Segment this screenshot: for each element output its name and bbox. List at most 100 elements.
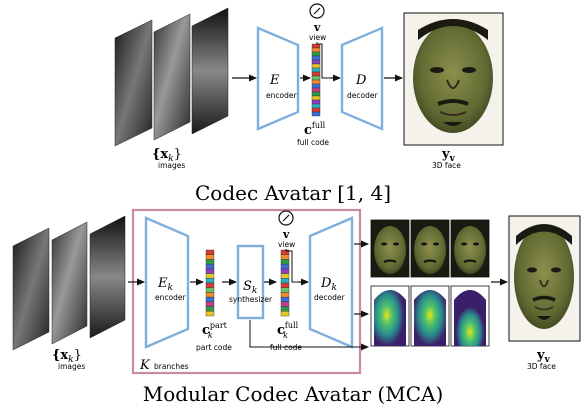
mca-full-code-cell bbox=[280, 292, 290, 298]
face-label: 3D face bbox=[432, 161, 461, 170]
mca-full-code-cell bbox=[280, 273, 290, 279]
mca-full-code-cell bbox=[280, 282, 290, 288]
decoder-label: decoder bbox=[347, 91, 378, 100]
mca-output-face-image bbox=[508, 215, 581, 342]
branches-label: branches bbox=[154, 362, 189, 371]
mca-input-image-right-eye bbox=[51, 221, 88, 345]
mca-view-connector bbox=[285, 249, 300, 283]
synthesizer-module bbox=[236, 244, 265, 320]
mca-view-dial-icon bbox=[278, 210, 294, 226]
mca-encoder-label: encoder bbox=[155, 293, 186, 302]
part-code-cell bbox=[205, 268, 215, 274]
part-face-mouth bbox=[450, 219, 490, 278]
full-code-cell bbox=[311, 107, 321, 113]
view-connector bbox=[316, 42, 330, 79]
full-code-cell bbox=[311, 79, 321, 85]
full-code-cell bbox=[311, 99, 321, 105]
arrow-synthesizer-to-blend bbox=[249, 320, 369, 351]
modular-codec-avatar-title: Modular Codec Avatar (MCA) bbox=[143, 382, 444, 406]
output-face-image bbox=[403, 12, 504, 146]
mca-decoder-label: decoder bbox=[314, 293, 345, 302]
mca-input-images-stack bbox=[12, 215, 126, 351]
part-code-cell bbox=[205, 301, 215, 307]
face-math-label: yv bbox=[441, 147, 456, 164]
mca-face-math-label: yv bbox=[536, 348, 551, 365]
input-image-left-eye bbox=[114, 19, 153, 147]
heatmap-mouth bbox=[450, 285, 490, 347]
part-code-cell bbox=[205, 254, 215, 260]
images-label: images bbox=[158, 161, 185, 170]
part-code-cell bbox=[205, 259, 215, 265]
full-code-cell bbox=[311, 63, 321, 69]
view-dial-icon bbox=[309, 3, 325, 19]
branches-symbol: K bbox=[139, 358, 151, 373]
full-code-cell bbox=[311, 103, 321, 109]
decoder-symbol: D bbox=[355, 73, 367, 88]
mca-full-code-cell bbox=[280, 278, 290, 284]
mca-encoder-symbol: Ek bbox=[157, 276, 173, 293]
encoder-symbol: E bbox=[269, 73, 280, 88]
full-code-cell bbox=[311, 59, 321, 65]
synthesizer-symbol: Sk bbox=[243, 279, 257, 296]
mca-decoder-symbol: Dk bbox=[320, 276, 337, 293]
mca-input-image-mouth bbox=[89, 215, 126, 339]
part-code-cell bbox=[205, 311, 215, 317]
part-code-cell bbox=[205, 273, 215, 279]
mca-full-code-cell bbox=[280, 287, 290, 293]
full-code-cell bbox=[311, 111, 321, 117]
mca-images-math-label: {xk} bbox=[52, 348, 82, 365]
mca-full-code-cell bbox=[280, 301, 290, 307]
encoder-module bbox=[256, 26, 300, 131]
mca-full-code-cell bbox=[280, 259, 290, 265]
mca-face-label: 3D face bbox=[527, 362, 556, 371]
mca-full-code-cell bbox=[280, 254, 290, 260]
input-image-mouth bbox=[191, 7, 229, 135]
mca-input-image-left-eye bbox=[12, 227, 50, 351]
heatmap-right-eye bbox=[410, 285, 450, 347]
full-code-cell bbox=[311, 55, 321, 61]
full-code-vector bbox=[311, 43, 321, 117]
part-code-vector bbox=[205, 249, 215, 317]
full-code-cell bbox=[311, 87, 321, 93]
full-code-cell bbox=[311, 83, 321, 89]
part-face-row bbox=[370, 219, 490, 278]
part-code-cell bbox=[205, 282, 215, 288]
part-code-cell bbox=[205, 249, 215, 255]
mca-full-code-cell bbox=[280, 268, 290, 274]
full-code-cell bbox=[311, 67, 321, 73]
mca-view-symbol: v bbox=[282, 228, 290, 241]
part-face-eyes-left bbox=[370, 219, 410, 278]
encoder-label: encoder bbox=[266, 91, 297, 100]
images-math-label: {xk} bbox=[152, 147, 182, 164]
full-code-cell bbox=[311, 51, 321, 57]
part-code-label: part code bbox=[196, 343, 232, 352]
part-code-cell bbox=[205, 287, 215, 293]
mca-view-label: view bbox=[278, 240, 295, 249]
full-code-cell bbox=[311, 91, 321, 97]
part-code-cell bbox=[205, 263, 215, 270]
mca-full-code-cell bbox=[280, 311, 290, 317]
mca-full-code-cell bbox=[280, 296, 290, 303]
input-images-stack bbox=[114, 7, 229, 147]
full-code-cell bbox=[311, 47, 321, 53]
mca-encoder-module bbox=[144, 216, 190, 349]
full-code-cell bbox=[311, 71, 321, 77]
decoder-module bbox=[340, 26, 384, 131]
full-code-cell bbox=[311, 95, 321, 101]
full-code-label: full code bbox=[297, 138, 329, 147]
codec-avatar-section: {xk} images E encoder v view cfull full … bbox=[114, 3, 504, 205]
mca-full-code-cell bbox=[280, 306, 290, 312]
heatmap-left-eye bbox=[370, 285, 410, 347]
full-code-cell bbox=[311, 43, 321, 49]
full-code-symbol: cfull bbox=[304, 121, 326, 138]
heatmap-row bbox=[370, 285, 490, 347]
part-face-eyes-right bbox=[410, 219, 450, 278]
synthesizer-label: synthesizer bbox=[229, 295, 273, 304]
part-code-cell bbox=[205, 292, 215, 298]
part-code-cell bbox=[205, 306, 215, 312]
codec-avatar-title: Codec Avatar [1, 4] bbox=[195, 181, 391, 205]
